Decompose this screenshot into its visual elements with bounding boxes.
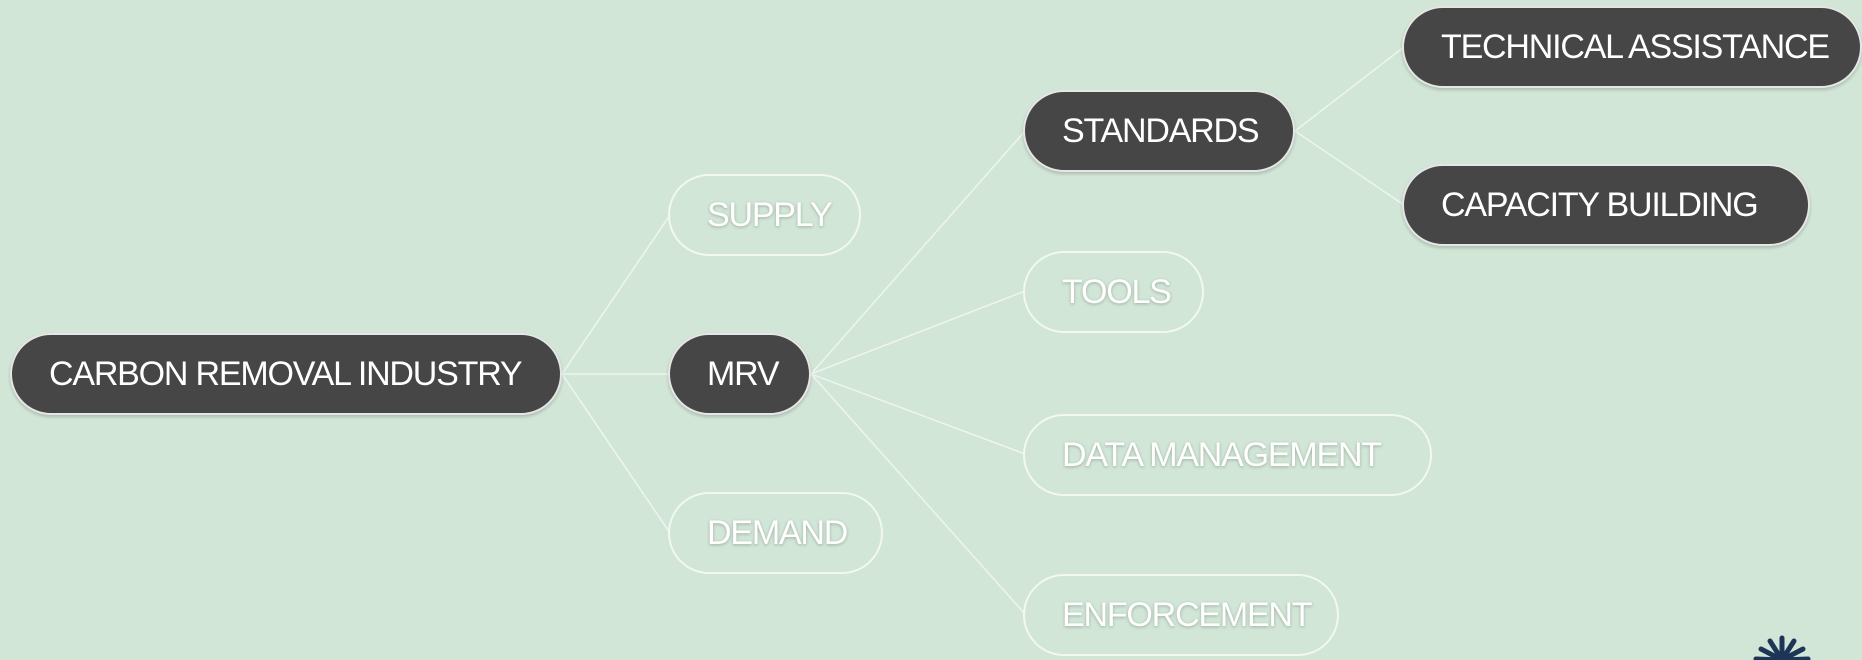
node-mrv: MRV	[668, 333, 811, 415]
node-demand: DEMAND	[668, 492, 883, 574]
node-label: CAPACITY BUILDING	[1441, 185, 1759, 224]
link-root-supply	[561, 214, 671, 375]
node-label: SUPPLY	[707, 195, 833, 234]
node-label: CARBON REMOVAL INDUSTRY	[49, 354, 523, 393]
link-mrv-standards	[810, 130, 1026, 375]
node-enforcement: ENFORCEMENT	[1023, 574, 1339, 656]
node-label: STANDARDS	[1062, 111, 1260, 150]
link-root-demand	[561, 373, 671, 534]
link-mrv-enforcement	[810, 373, 1026, 615]
node-label: TECHNICAL ASSISTANCE	[1441, 27, 1830, 66]
node-label: TOOLS	[1062, 272, 1172, 311]
link-standards-capacity-building	[1294, 130, 1405, 206]
node-label: ENFORCEMENT	[1062, 595, 1313, 634]
link-standards-technical-assistance	[1294, 46, 1405, 132]
node-technical-assistance: TECHNICAL ASSISTANCE	[1402, 6, 1862, 88]
link-mrv-data-management	[810, 373, 1026, 455]
node-label: DEMAND	[707, 513, 848, 552]
node-supply: SUPPLY	[668, 174, 861, 256]
link-mrv-tools	[810, 290, 1026, 375]
node-tools: TOOLS	[1023, 251, 1204, 333]
node-standards: STANDARDS	[1023, 90, 1295, 172]
node-label: DATA MANAGEMENT	[1062, 435, 1382, 474]
node-data-management: DATA MANAGEMENT	[1023, 414, 1432, 496]
starburst-logo-icon	[1753, 635, 1811, 660]
node-label: MRV	[707, 354, 780, 393]
node-carbon-removal-industry: CARBON REMOVAL INDUSTRY	[10, 333, 562, 415]
node-capacity-building: CAPACITY BUILDING	[1402, 164, 1810, 246]
